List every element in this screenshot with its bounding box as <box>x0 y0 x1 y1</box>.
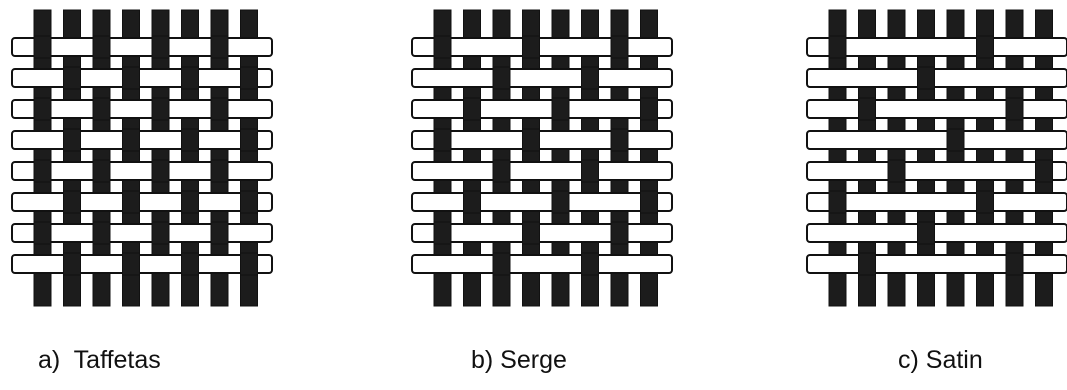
warp-crossing <box>34 222 51 244</box>
warp-crossing <box>123 191 140 213</box>
warp-crossing <box>211 160 228 182</box>
warp-crossing <box>434 222 451 244</box>
warp-crossing <box>523 129 540 151</box>
warp-crossing <box>34 160 51 182</box>
warp-crossing <box>918 222 935 244</box>
warp-crossing <box>152 160 169 182</box>
warp-crossing <box>182 253 199 275</box>
taffetas-weave-diagram <box>10 8 280 318</box>
warp-crossing <box>241 253 258 275</box>
warp-crossing <box>611 36 628 58</box>
warp-crossing <box>93 222 110 244</box>
weft-thread <box>807 162 1067 180</box>
warp-crossing <box>611 129 628 151</box>
warp-crossing <box>582 253 599 275</box>
warp-crossing <box>182 191 199 213</box>
weft-thread <box>12 255 272 273</box>
weft-thread <box>807 224 1067 242</box>
warp-crossing <box>93 36 110 58</box>
warp-crossing <box>64 191 81 213</box>
satin-weave-diagram <box>805 8 1067 318</box>
warp-crossing <box>1006 98 1023 120</box>
warp-crossing <box>123 253 140 275</box>
warp-crossing <box>523 222 540 244</box>
warp-crossing <box>977 191 994 213</box>
warp-crossing <box>123 129 140 151</box>
warp-crossing <box>493 253 510 275</box>
warp-crossing <box>493 160 510 182</box>
weft-thread <box>412 100 672 118</box>
warp-crossing <box>34 98 51 120</box>
warp-crossing <box>552 191 569 213</box>
warp-crossing <box>434 36 451 58</box>
warp-crossing <box>918 67 935 89</box>
warp-crossing <box>641 191 658 213</box>
warp-crossing <box>64 253 81 275</box>
warp-crossing <box>464 191 481 213</box>
warp-crossing <box>888 160 905 182</box>
warp-crossing <box>1036 160 1053 182</box>
warp-crossing <box>641 98 658 120</box>
warp-crossing <box>241 191 258 213</box>
warp-crossing <box>93 98 110 120</box>
warp-crossing <box>464 98 481 120</box>
warp-crossing <box>552 98 569 120</box>
warp-crossing <box>582 67 599 89</box>
warp-crossing <box>152 98 169 120</box>
weft-thread <box>807 255 1067 273</box>
warp-crossing <box>977 36 994 58</box>
weft-thread <box>412 162 672 180</box>
warp-crossing <box>34 36 51 58</box>
warp-crossing <box>611 222 628 244</box>
warp-crossing <box>211 36 228 58</box>
warp-crossing <box>152 36 169 58</box>
warp-crossing <box>947 129 964 151</box>
warp-crossing <box>211 222 228 244</box>
warp-crossing <box>152 222 169 244</box>
weft-thread <box>12 193 272 211</box>
warp-crossing <box>241 67 258 89</box>
weft-thread <box>807 131 1067 149</box>
caption-serge: b) Serge <box>471 346 567 375</box>
serge-weave-diagram <box>410 8 680 318</box>
warp-crossing <box>123 67 140 89</box>
warp-crossing <box>493 67 510 89</box>
weft-thread <box>412 69 672 87</box>
warp-crossing <box>829 36 846 58</box>
warp-crossing <box>182 129 199 151</box>
caption-satin: c) Satin <box>898 346 983 375</box>
warp-crossing <box>1006 253 1023 275</box>
weft-thread <box>807 100 1067 118</box>
warp-crossing <box>64 129 81 151</box>
warp-crossing <box>64 67 81 89</box>
warp-crossing <box>829 191 846 213</box>
weft-thread <box>12 131 272 149</box>
weft-thread <box>412 255 672 273</box>
warp-crossing <box>211 98 228 120</box>
warp-crossing <box>523 36 540 58</box>
weft-thread <box>12 69 272 87</box>
warp-crossing <box>241 129 258 151</box>
warp-crossing <box>582 160 599 182</box>
warp-crossing <box>859 253 876 275</box>
warp-crossing <box>434 129 451 151</box>
caption-taffetas: a) Taffetas <box>38 346 161 375</box>
warp-crossing <box>859 98 876 120</box>
warp-crossing <box>93 160 110 182</box>
weft-thread <box>412 193 672 211</box>
warp-crossing <box>182 67 199 89</box>
weft-thread <box>807 69 1067 87</box>
